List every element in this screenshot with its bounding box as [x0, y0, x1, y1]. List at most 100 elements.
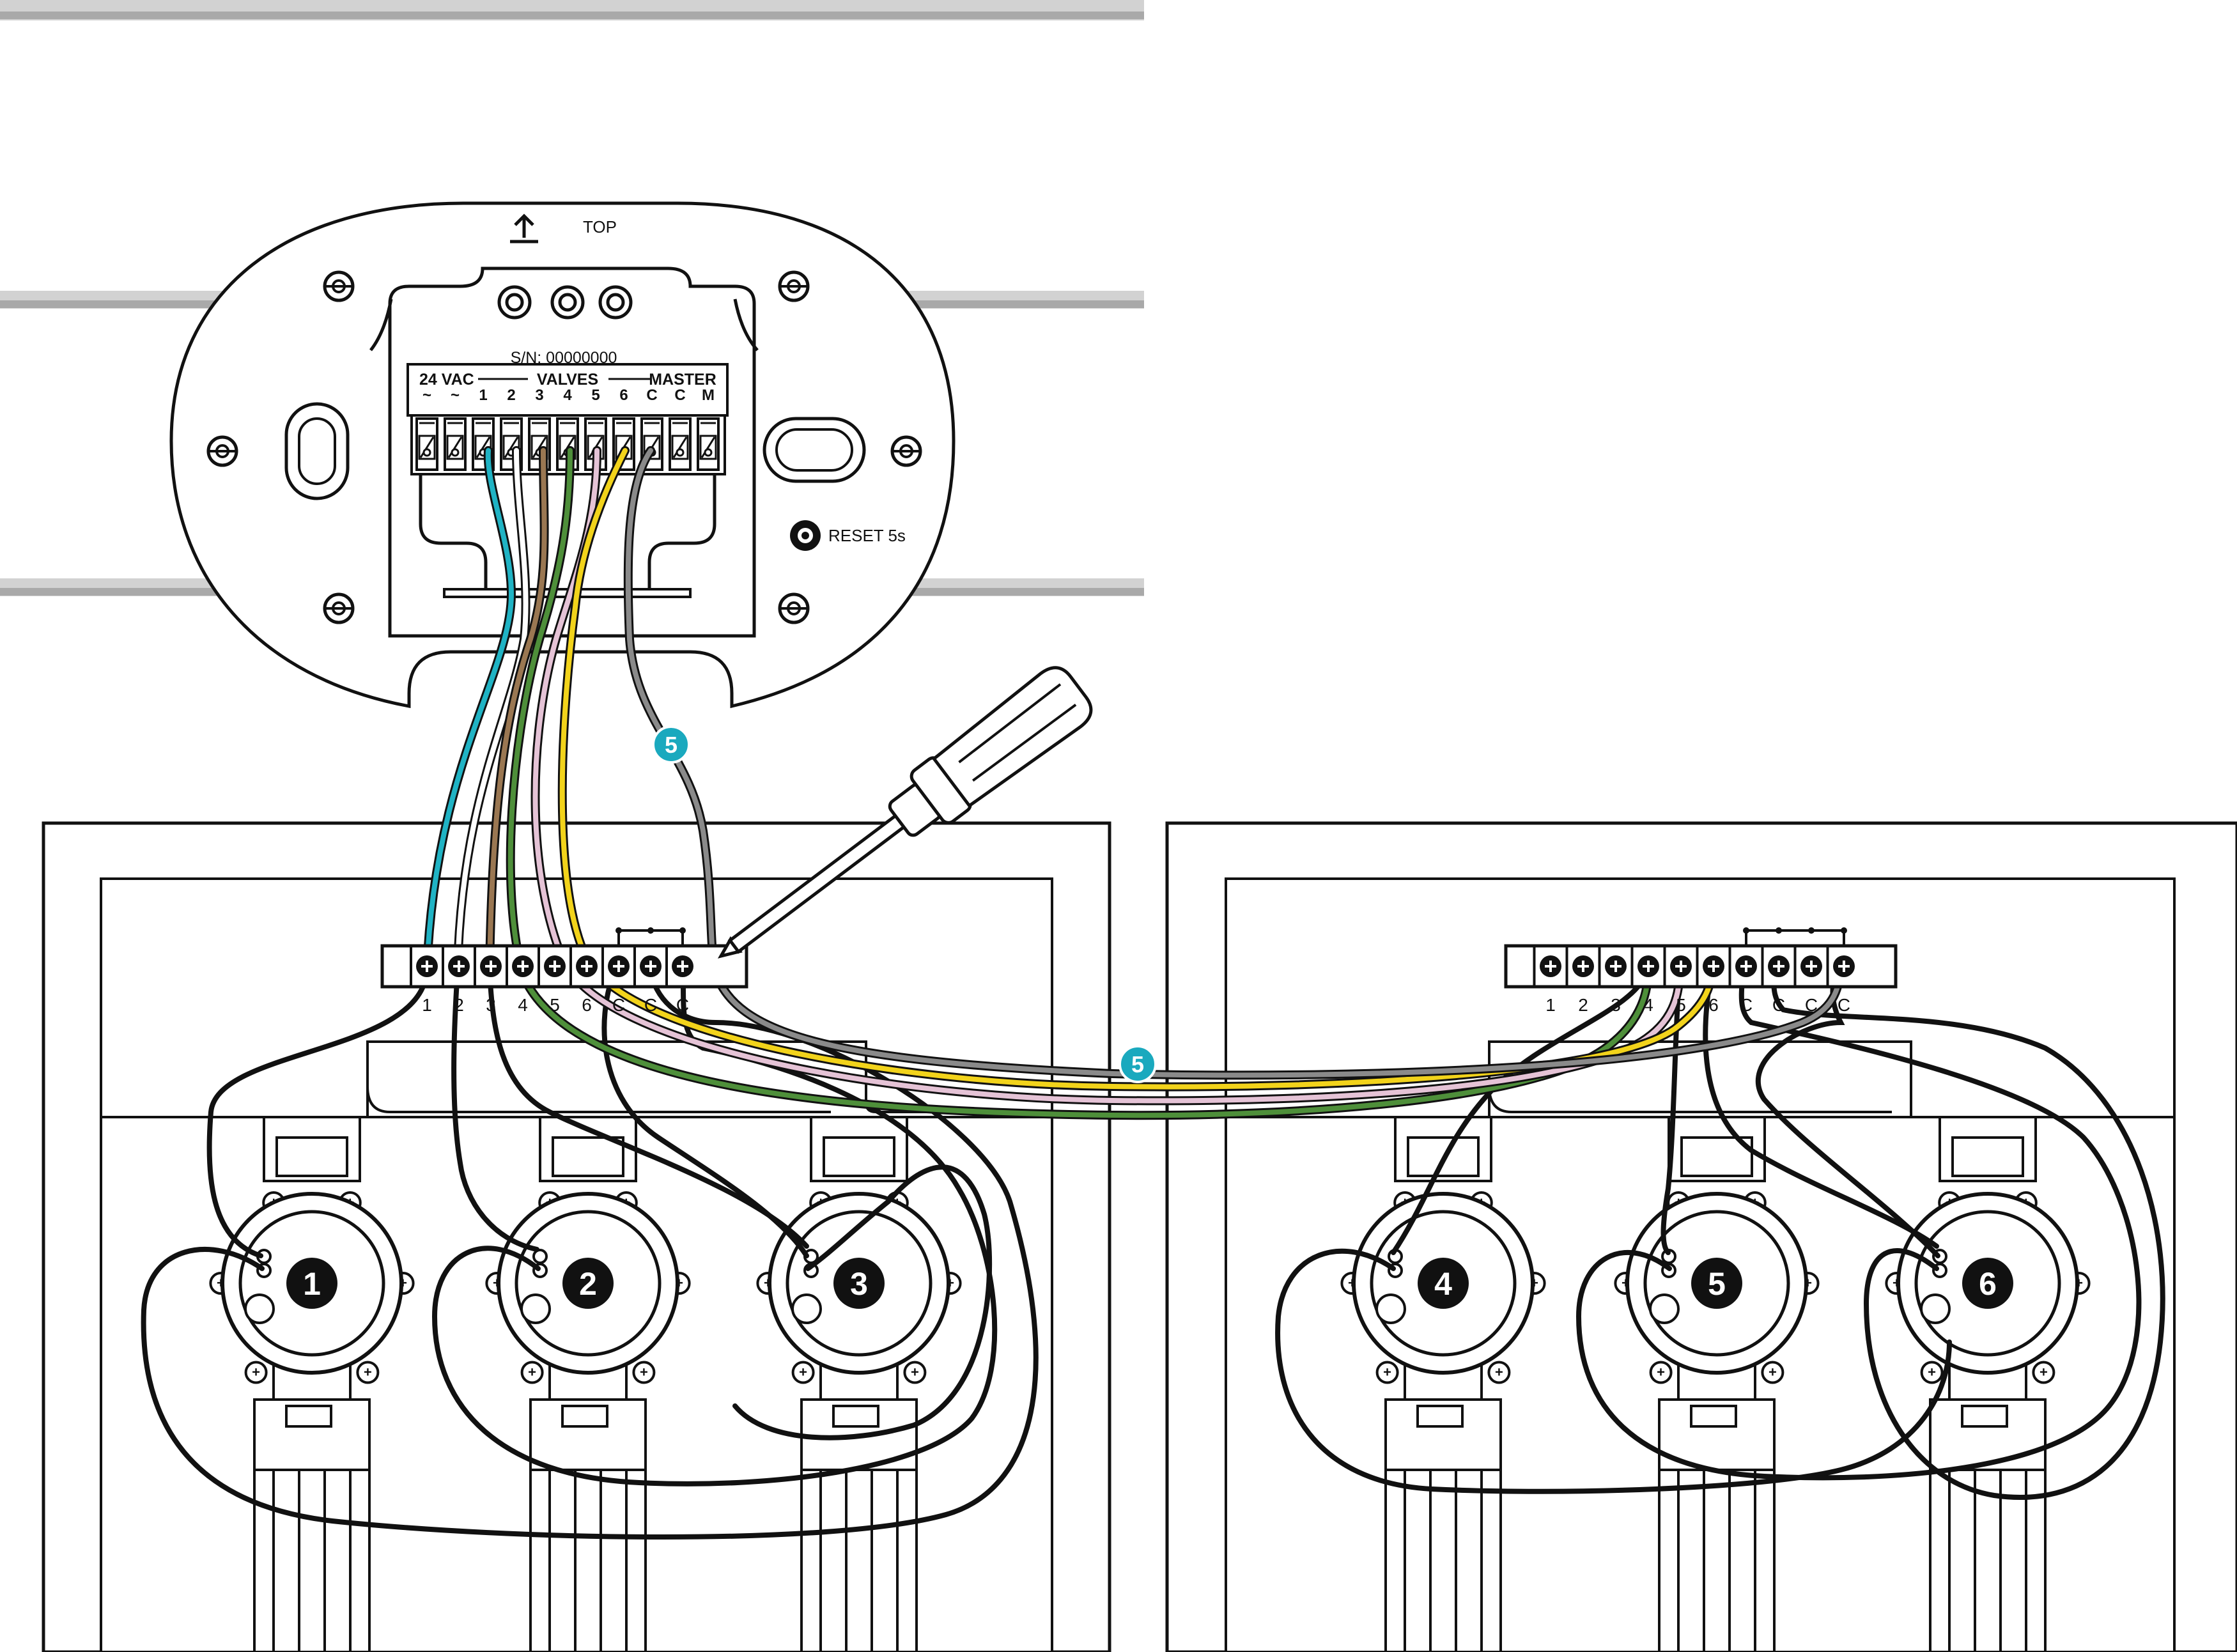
valve-number-badge — [562, 1258, 614, 1309]
valve-number-badge — [286, 1258, 337, 1309]
screw-terminal-icon[interactable] — [474, 946, 502, 987]
screw-terminal-icon[interactable] — [538, 946, 566, 987]
strip-terminal-label: 3 — [1611, 995, 1621, 1015]
strip-terminal-label: 3 — [486, 995, 496, 1015]
strip-terminal-label: C — [1772, 995, 1785, 1015]
controller-terminal-label: ~ — [422, 387, 431, 404]
screw-terminal-icon[interactable] — [1533, 946, 1562, 987]
valve-number: 6 — [1979, 1266, 1997, 1302]
screw-terminal-icon[interactable] — [1598, 946, 1627, 987]
valve-number-badge — [833, 1258, 885, 1309]
valve-number: 4 — [1434, 1266, 1452, 1302]
screw-terminal-icon[interactable] — [1696, 946, 1725, 987]
svg-text:+: + — [1769, 1364, 1777, 1380]
controller-terminal-label: 5 — [591, 387, 600, 404]
controller-terminal-label: 3 — [535, 387, 543, 404]
controller-wires — [422, 446, 1845, 1120]
svg-text:+: + — [528, 1364, 536, 1380]
strip-terminal-label: 1 — [422, 995, 432, 1015]
svg-text:+: + — [252, 1364, 260, 1380]
valve-number: 2 — [579, 1266, 597, 1302]
screw-terminal-icon[interactable] — [415, 417, 438, 471]
valve: ++++++6 — [1885, 1116, 2091, 1652]
svg-text:+: + — [1657, 1364, 1665, 1380]
valve-number-badge — [1962, 1258, 2013, 1309]
strip-terminal-label: 6 — [582, 995, 592, 1015]
valve: ++++++2 — [485, 1116, 691, 1652]
valve-number-badge — [1691, 1258, 1742, 1309]
mounting-screws — [206, 270, 922, 624]
strip-terminal-label: 1 — [1545, 995, 1556, 1015]
mounting-screw-icon — [323, 270, 355, 302]
svg-text:+: + — [911, 1364, 919, 1380]
controller-terminal-label: M — [702, 387, 715, 404]
step-badge-controller: 5 — [652, 725, 690, 764]
strip-terminal-label: 4 — [518, 995, 528, 1015]
valve: ++++++1 — [209, 1116, 415, 1652]
screw-terminal-icon[interactable] — [1565, 946, 1595, 987]
controller-terminal-label: 4 — [563, 387, 572, 404]
top-label: TOP — [583, 217, 617, 236]
strip-terminal-label: C — [1838, 995, 1850, 1015]
controller-terminal-label: 6 — [619, 387, 628, 404]
controller-terminal-label: C — [674, 387, 685, 404]
valve-number: 5 — [1708, 1266, 1726, 1302]
screw-terminal-icon[interactable] — [1826, 946, 1855, 987]
mounting-screw-icon — [323, 592, 355, 624]
svg-text:+: + — [1383, 1364, 1391, 1380]
master-header: MASTER — [649, 371, 716, 389]
up-arrow-icon — [510, 213, 538, 243]
svg-text:+: + — [1928, 1364, 1936, 1380]
mounting-screw-icon — [778, 270, 810, 302]
strip-terminal-label: 5 — [550, 995, 560, 1015]
valve-number: 3 — [850, 1266, 868, 1302]
svg-text:+: + — [364, 1364, 372, 1380]
screw-terminal-icon[interactable] — [506, 946, 534, 987]
screw-terminal-icon[interactable] — [697, 417, 720, 471]
port-screws — [497, 285, 633, 320]
screw-terminal-icon[interactable] — [1761, 946, 1790, 987]
strip-terminal-label: 2 — [1578, 995, 1588, 1015]
strip-terminal-label: C — [676, 995, 689, 1015]
screw-terminal-icon[interactable] — [444, 417, 467, 471]
valve-number-badge — [1418, 1258, 1469, 1309]
screw-terminal-icon[interactable] — [410, 946, 438, 987]
step-badge-wire: 5 — [1118, 1045, 1157, 1083]
mounting-screw-icon — [890, 435, 922, 467]
controller-terminal-label: 1 — [479, 387, 487, 404]
screw-terminal-icon[interactable] — [1793, 946, 1823, 987]
screw-terminal-icon[interactable] — [569, 946, 598, 987]
controller-terminal-label: ~ — [451, 387, 460, 404]
serial-number: S/N: 00000000 — [511, 349, 617, 367]
screw-terminal-icon[interactable] — [1728, 946, 1758, 987]
strip-terminal-label: C — [1805, 995, 1818, 1015]
screw-terminal-icon[interactable] — [665, 946, 693, 987]
strip-terminal-label: C — [644, 995, 657, 1015]
svg-text:+: + — [799, 1364, 807, 1380]
valve: ++++++4 — [1340, 1116, 1546, 1652]
strip-terminal-label: C — [612, 995, 625, 1015]
reset-button[interactable] — [790, 520, 821, 551]
screw-terminal-icon[interactable] — [1663, 946, 1692, 987]
svg-text:5: 5 — [665, 732, 677, 758]
mounting-screw-icon — [206, 435, 238, 467]
svg-text:+: + — [1495, 1364, 1503, 1380]
strip-terminal-label: 5 — [1676, 995, 1686, 1015]
screw-terminal-icon[interactable] — [601, 946, 630, 987]
svg-text:+: + — [640, 1364, 648, 1380]
svg-text:5: 5 — [1131, 1051, 1144, 1077]
strip-terminal-label: 4 — [1643, 995, 1653, 1015]
strip-terminal-label: 6 — [1708, 995, 1719, 1015]
strip-terminal-label: 2 — [454, 995, 464, 1015]
screw-terminal-icon[interactable] — [442, 946, 470, 987]
screw-terminal-icon[interactable] — [669, 417, 692, 471]
screw-terminal-icon[interactable] — [633, 946, 662, 987]
svg-text:+: + — [2040, 1364, 2048, 1380]
reset-label: RESET 5s — [828, 526, 906, 545]
screwdriver-icon — [717, 666, 1093, 959]
screw-terminal-icon[interactable] — [1630, 946, 1660, 987]
